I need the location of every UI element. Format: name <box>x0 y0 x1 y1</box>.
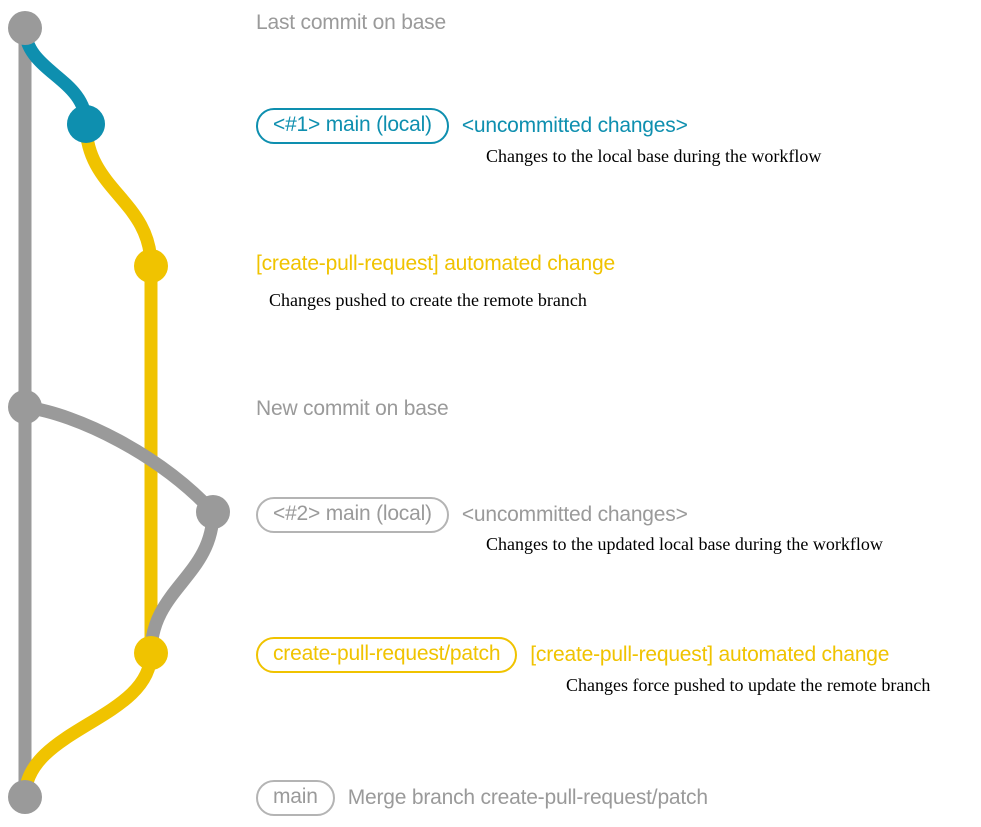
commit-node-local-1[interactable] <box>67 105 105 143</box>
commit-node-merge[interactable] <box>8 780 42 814</box>
commit-node-remote-1[interactable] <box>134 249 168 283</box>
commit-subject-local-2: <uncommitted changes> <box>461 503 688 526</box>
branch-badge-create-pull-request-patch[interactable]: create-pull-request/patch <box>256 637 518 674</box>
label-new-commit-on-base: New commit on base <box>256 397 449 420</box>
commit-subject-merge: Merge branch create-pull-request/patch <box>347 786 708 809</box>
commit-description-local-2: Changes to the updated local base during… <box>486 534 883 554</box>
commit-node-local-2[interactable] <box>196 495 230 529</box>
commit-subject-remote-2: [create-pull-request] automated change <box>530 643 890 666</box>
branch-badge-main-local-2[interactable]: <#2> main (local) <box>256 497 449 534</box>
commit-row-remote-2: create-pull-request/patch [create-pull-r… <box>256 637 890 674</box>
commit-node-base-last[interactable] <box>8 11 42 45</box>
commit-node-remote-2[interactable] <box>134 636 168 670</box>
commit-node-base-new[interactable] <box>8 390 42 424</box>
edge-base-to-local-2 <box>18 400 220 519</box>
label-last-commit-on-base: Last commit on base <box>256 11 446 34</box>
commit-row-merge: main Merge branch create-pull-request/pa… <box>256 780 708 817</box>
commit-description-local-1: Changes to the local base during the wor… <box>486 146 822 166</box>
commit-description-remote-2: Changes force pushed to update the remot… <box>566 675 931 695</box>
label-automated-change-1: [create-pull-request] automated change <box>256 252 615 275</box>
edge-local-1-to-remote-1 <box>79 117 158 273</box>
edge-local-2-to-remote-2 <box>144 505 220 660</box>
commit-row-local-2: <#2> main (local) <uncommitted changes> <box>256 497 688 534</box>
commit-description-remote-1: Changes pushed to create the remote bran… <box>269 290 587 310</box>
branch-badge-main[interactable]: main <box>256 780 335 817</box>
edge-remote-merge-to-base <box>18 646 158 804</box>
commit-row-local-1: <#1> main (local) <uncommitted changes> <box>256 108 688 145</box>
branch-badge-main-local-1[interactable]: <#1> main (local) <box>256 108 449 145</box>
commit-subject-local-1: <uncommitted changes> <box>461 114 688 137</box>
